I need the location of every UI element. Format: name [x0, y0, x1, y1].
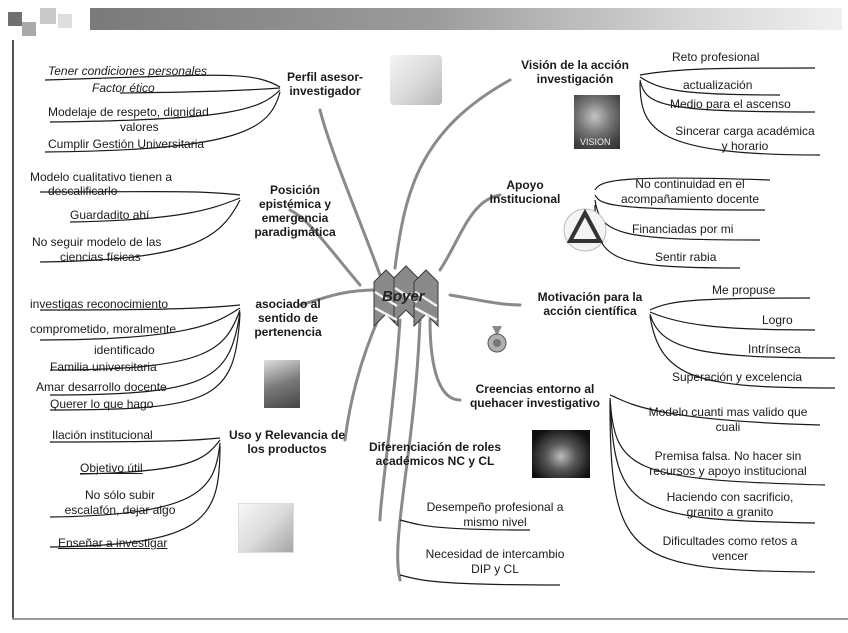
vision-item: y horario [721, 139, 769, 153]
title-line: Motivación para la [537, 290, 643, 304]
perfil-item: Modelaje de respeto, dignidad [48, 105, 209, 119]
title-line: asociado al [255, 297, 321, 311]
center-label: Boyer [382, 288, 425, 305]
branch-title-apoyo: Apoyo Institucional [470, 178, 580, 206]
vision-item: Reto profesional [672, 50, 760, 64]
title-line: Perfil asesor- [286, 70, 364, 84]
creencias-item: Dificultades como retos a [662, 534, 798, 548]
creencias-item: Haciendo con sacrificio, [666, 490, 794, 504]
diferenciacion-item: mismo nivel [463, 515, 527, 529]
asociado-item: identificado [94, 343, 155, 357]
asociado-item: Querer lo que hago [50, 397, 154, 411]
title-line: académicos NC y CL [375, 454, 495, 468]
title-line: emergencia [261, 211, 329, 225]
title-line: epistémica y [258, 197, 332, 211]
creencias-item: recursos y apoyo institucional [649, 464, 807, 478]
asociado-item: comprometido, moralmente [30, 322, 177, 336]
boyer-logo-icon [373, 265, 439, 328]
apoyo-item: acompañamiento docente [620, 192, 760, 206]
vision-item: actualización [683, 78, 753, 92]
vision-item: Medio para el ascenso [670, 97, 791, 111]
creencias-item: cuali [715, 420, 741, 434]
apoyo-item: Sentir rabia [655, 250, 717, 264]
slide-bottom-rule [12, 618, 848, 620]
branch-title-vision: Visión de la acción investigación [505, 58, 645, 86]
title-line: investigación [536, 72, 614, 86]
posicion-item: Guardadito ahí [70, 208, 150, 222]
title-line: paradigmática [254, 225, 336, 239]
creencias-item: Premisa falsa. No hacer sin [654, 449, 802, 463]
motivacion-item: Intrínseca [748, 342, 801, 356]
posicion-item: ciencias físicas [60, 250, 141, 264]
asociado-item: investigas reconocimiento [30, 297, 169, 311]
posicion-item: descalificarlo [48, 184, 118, 198]
perfil-item: Factor ético [92, 81, 155, 95]
title-line: Visión de la acción [521, 58, 629, 72]
perfil-item: Tener condiciones personales [48, 64, 207, 78]
title-line: investigador [289, 84, 361, 98]
motivacion-item: Superación y excelencia [672, 370, 803, 384]
header-square-light [40, 8, 56, 24]
header-bar [90, 8, 842, 30]
title-line: pertenencia [254, 325, 322, 339]
posicion-item: Modelo cualitativo tienen a [30, 170, 173, 184]
diferenciacion-item: DIP y CL [471, 562, 519, 576]
stadium-night-image [532, 430, 590, 478]
figures-stairs-image [238, 503, 294, 553]
motivacion-item: Logro [762, 313, 793, 327]
motivacion-item: Me propuse [712, 283, 776, 297]
institution-sphere-icon [563, 208, 607, 252]
title-line: Uso y Relevancia de [228, 428, 346, 442]
branch-title-perfil: Perfil asesor- investigador [275, 70, 375, 98]
vision-image-caption: VISION [580, 137, 611, 147]
vision-collage-image: VISION [574, 95, 620, 149]
creencias-item: Modelo cuanti mas valido que [648, 405, 808, 419]
header-square-mid [22, 22, 36, 36]
title-line: Institucional [489, 192, 561, 206]
uso-item: escalafón, dejar algo [64, 503, 176, 517]
vision-item: Sincerar carga académica [675, 124, 815, 138]
perfil-item: valores [120, 120, 159, 134]
branch-title-uso: Uso y Relevancia de los productos [212, 428, 362, 456]
branch-title-creencias: Creencias entorno al quehacer investigat… [455, 382, 615, 410]
slide-left-rule [12, 40, 14, 620]
title-line: acción científica [543, 304, 637, 318]
title-line: Diferenciación de roles [368, 440, 502, 454]
diferenciacion-item: Desempeño profesional a [426, 500, 564, 514]
title-line: Posición [269, 183, 320, 197]
medal-icon [487, 326, 507, 353]
creencias-item: granito a granito [686, 505, 774, 519]
uso-item: Ilación institucional [52, 428, 153, 442]
asociado-item: Amar desarrollo docente [36, 380, 167, 394]
apoyo-item: Financiadas por mi [632, 222, 734, 236]
branch-title-posicion: Posición epistémica y emergencia paradig… [240, 183, 350, 239]
branch-title-asociado: asociado al sentido de pertenencia [240, 297, 336, 339]
title-line: quehacer investigativo [469, 396, 601, 410]
header-square-dark [8, 12, 22, 26]
uso-item: Enseñar a investigar [58, 536, 168, 550]
face-profile-image [390, 55, 442, 105]
title-line: Apoyo [506, 178, 544, 192]
uso-item: Objetivo útil [80, 461, 143, 475]
posicion-item: No seguir modelo de las [32, 235, 162, 249]
diferenciacion-item: Necesidad de intercambio [425, 547, 565, 561]
branch-title-diferenciacion: Diferenciación de roles académicos NC y … [350, 440, 520, 468]
perfil-item: Cumplir Gestión Universitaria [48, 137, 205, 151]
title-line: Creencias entorno al [475, 382, 595, 396]
header-square-pale [58, 14, 72, 28]
climber-image [264, 360, 300, 408]
creencias-item: vencer [711, 549, 749, 563]
asociado-item: Familia universitaria [50, 360, 157, 374]
title-line: los productos [247, 442, 327, 456]
branch-title-motivacion: Motivación para la acción científica [515, 290, 665, 318]
uso-item: No sólo subir [84, 488, 156, 502]
apoyo-item: No continuidad en el [635, 177, 745, 191]
title-line: sentido de [257, 311, 318, 325]
